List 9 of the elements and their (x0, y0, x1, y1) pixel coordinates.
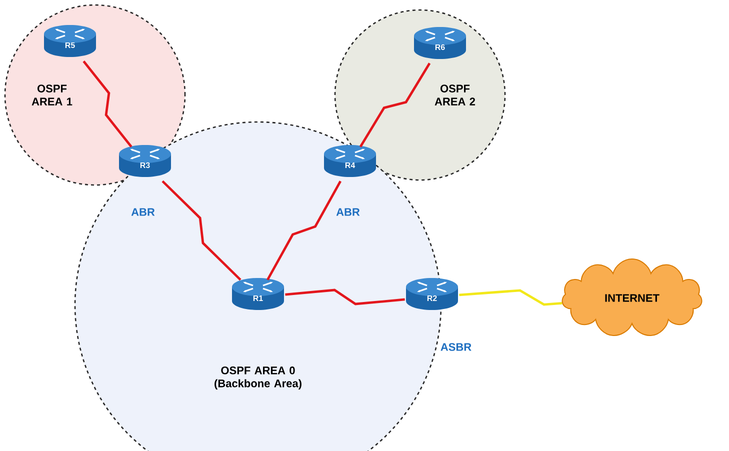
role-label: ASBR (440, 343, 472, 351)
role-label: ABR (336, 208, 360, 216)
serial-link (359, 62, 431, 148)
serial-link (266, 180, 342, 280)
role-label: ABR (131, 208, 155, 216)
serial-link (162, 180, 242, 281)
serial-link (459, 289, 562, 306)
serial-link (82, 60, 132, 148)
serial-link (285, 288, 405, 306)
